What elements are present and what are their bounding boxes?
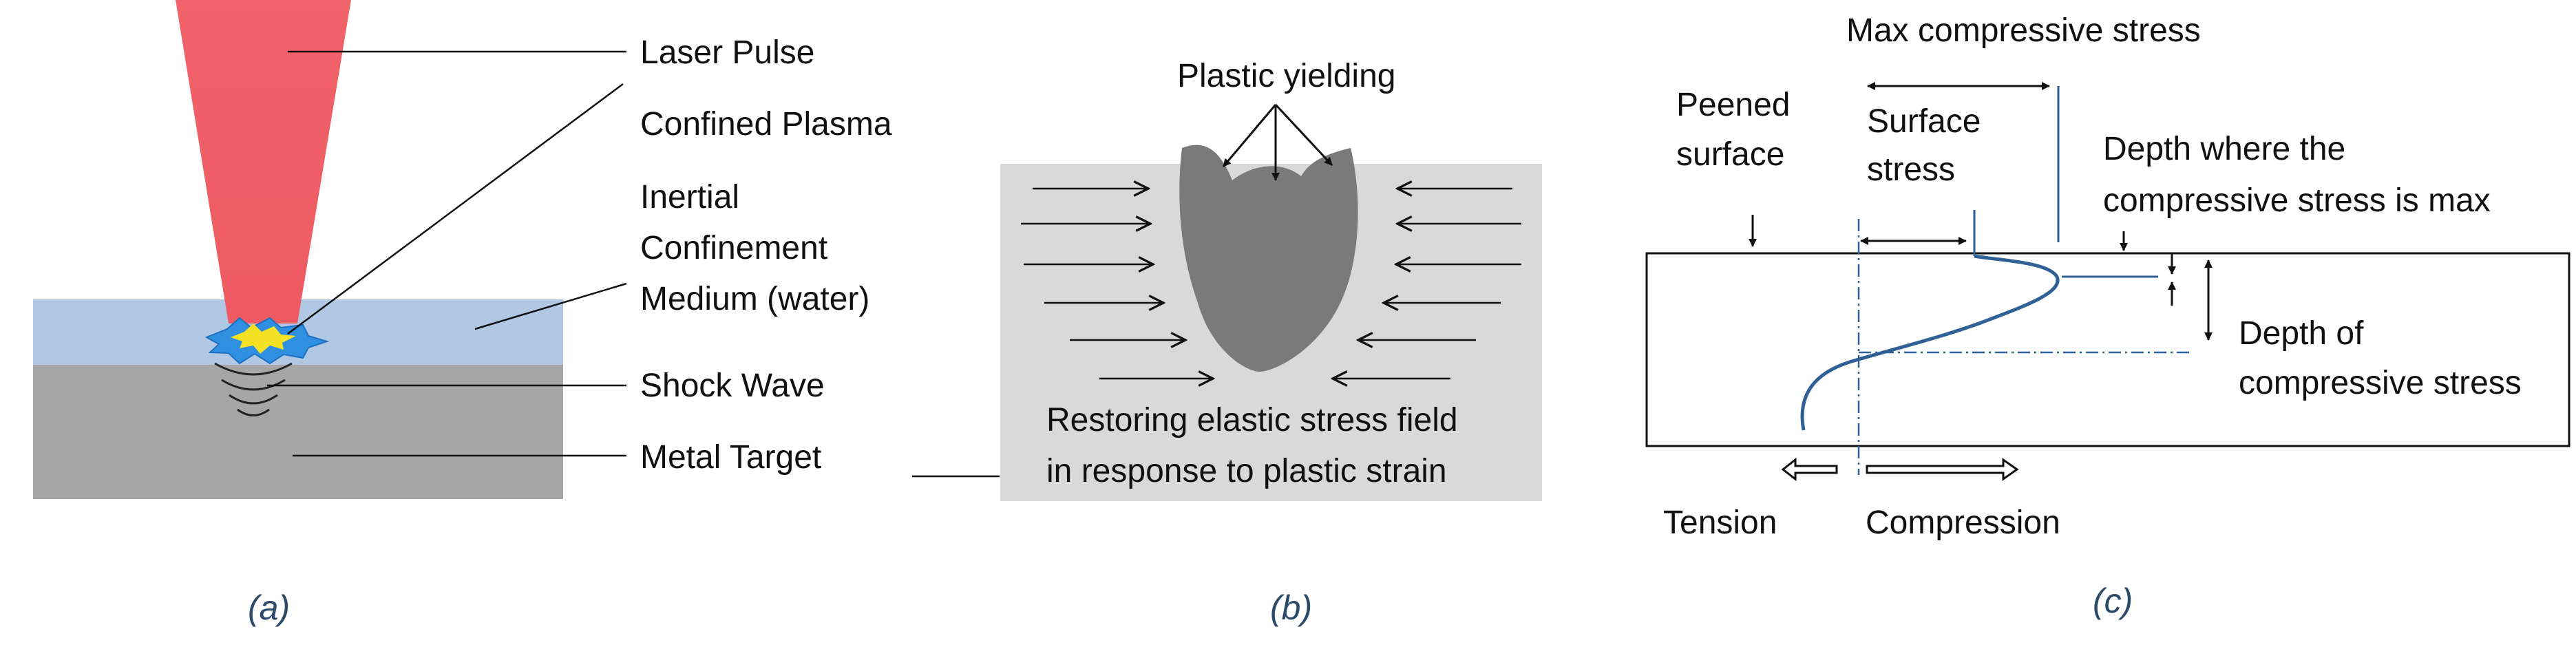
elastic-field-arrows: [1021, 189, 1521, 379]
shock-wave-rings: [214, 362, 293, 416]
plasma-flash-icon: [204, 317, 330, 365]
label-plastic-yielding: Plastic yielding: [1177, 58, 1395, 94]
panel-a: Laser Pulse Confined Plasma Inertial Con…: [33, 0, 892, 627]
label-depth-max-line1: Depth where the: [2103, 131, 2345, 167]
caption-c: (c): [2093, 582, 2133, 620]
label-shock-wave: Shock Wave: [640, 368, 825, 404]
label-max-compressive-stress: Max compressive stress: [1846, 12, 2201, 49]
label-inertial-line3: Medium (water): [640, 281, 869, 317]
panel-a-leader-lines: [267, 50, 627, 457]
specimen-box: [1645, 252, 2570, 447]
label-peened-line1: Peened: [1676, 87, 1791, 123]
label-metal-target: Metal Target: [640, 439, 821, 476]
label-surface-stress-line1: Surface: [1867, 103, 1981, 140]
label-laser-pulse: Laser Pulse: [640, 34, 814, 71]
metal-target-block: [33, 365, 563, 499]
panel-b: Plastic yielding Restoring elastic stres…: [912, 58, 1542, 627]
label-confined-plasma: Confined Plasma: [640, 106, 892, 142]
caption-b: (b): [1270, 588, 1312, 627]
label-depth-max-line2: compressive stress is max: [2103, 182, 2491, 219]
caption-a: (a): [248, 588, 290, 627]
label-restoring-line1: Restoring elastic stress field: [1046, 402, 1458, 438]
tension-arrow-icon: [1781, 457, 1838, 482]
label-compression: Compression: [1866, 505, 2060, 541]
label-restoring-line2: in response to plastic strain: [1046, 453, 1447, 489]
label-inertial-line2: Confinement: [640, 230, 827, 266]
laser-beam: [176, 0, 351, 324]
direction-arrows: [1781, 457, 2019, 482]
residual-stress-profile: [1800, 254, 2060, 431]
panel-c: Max compressive stress Peened surface Su…: [1645, 12, 2570, 620]
label-peened-line2: surface: [1676, 136, 1784, 173]
plastic-crater: [1179, 145, 1358, 372]
label-tension: Tension: [1663, 505, 1777, 541]
compression-arrow-icon: [1866, 458, 2019, 481]
label-surface-stress-line2: stress: [1867, 151, 1955, 188]
label-depth-of-line1: Depth of: [2239, 315, 2364, 352]
label-depth-of-line2: compressive stress: [2239, 365, 2522, 401]
plastic-yielding-arrows: [1222, 103, 1333, 181]
label-inertial-line1: Inertial: [640, 179, 739, 215]
panel-c-arrows: [1749, 82, 2213, 341]
